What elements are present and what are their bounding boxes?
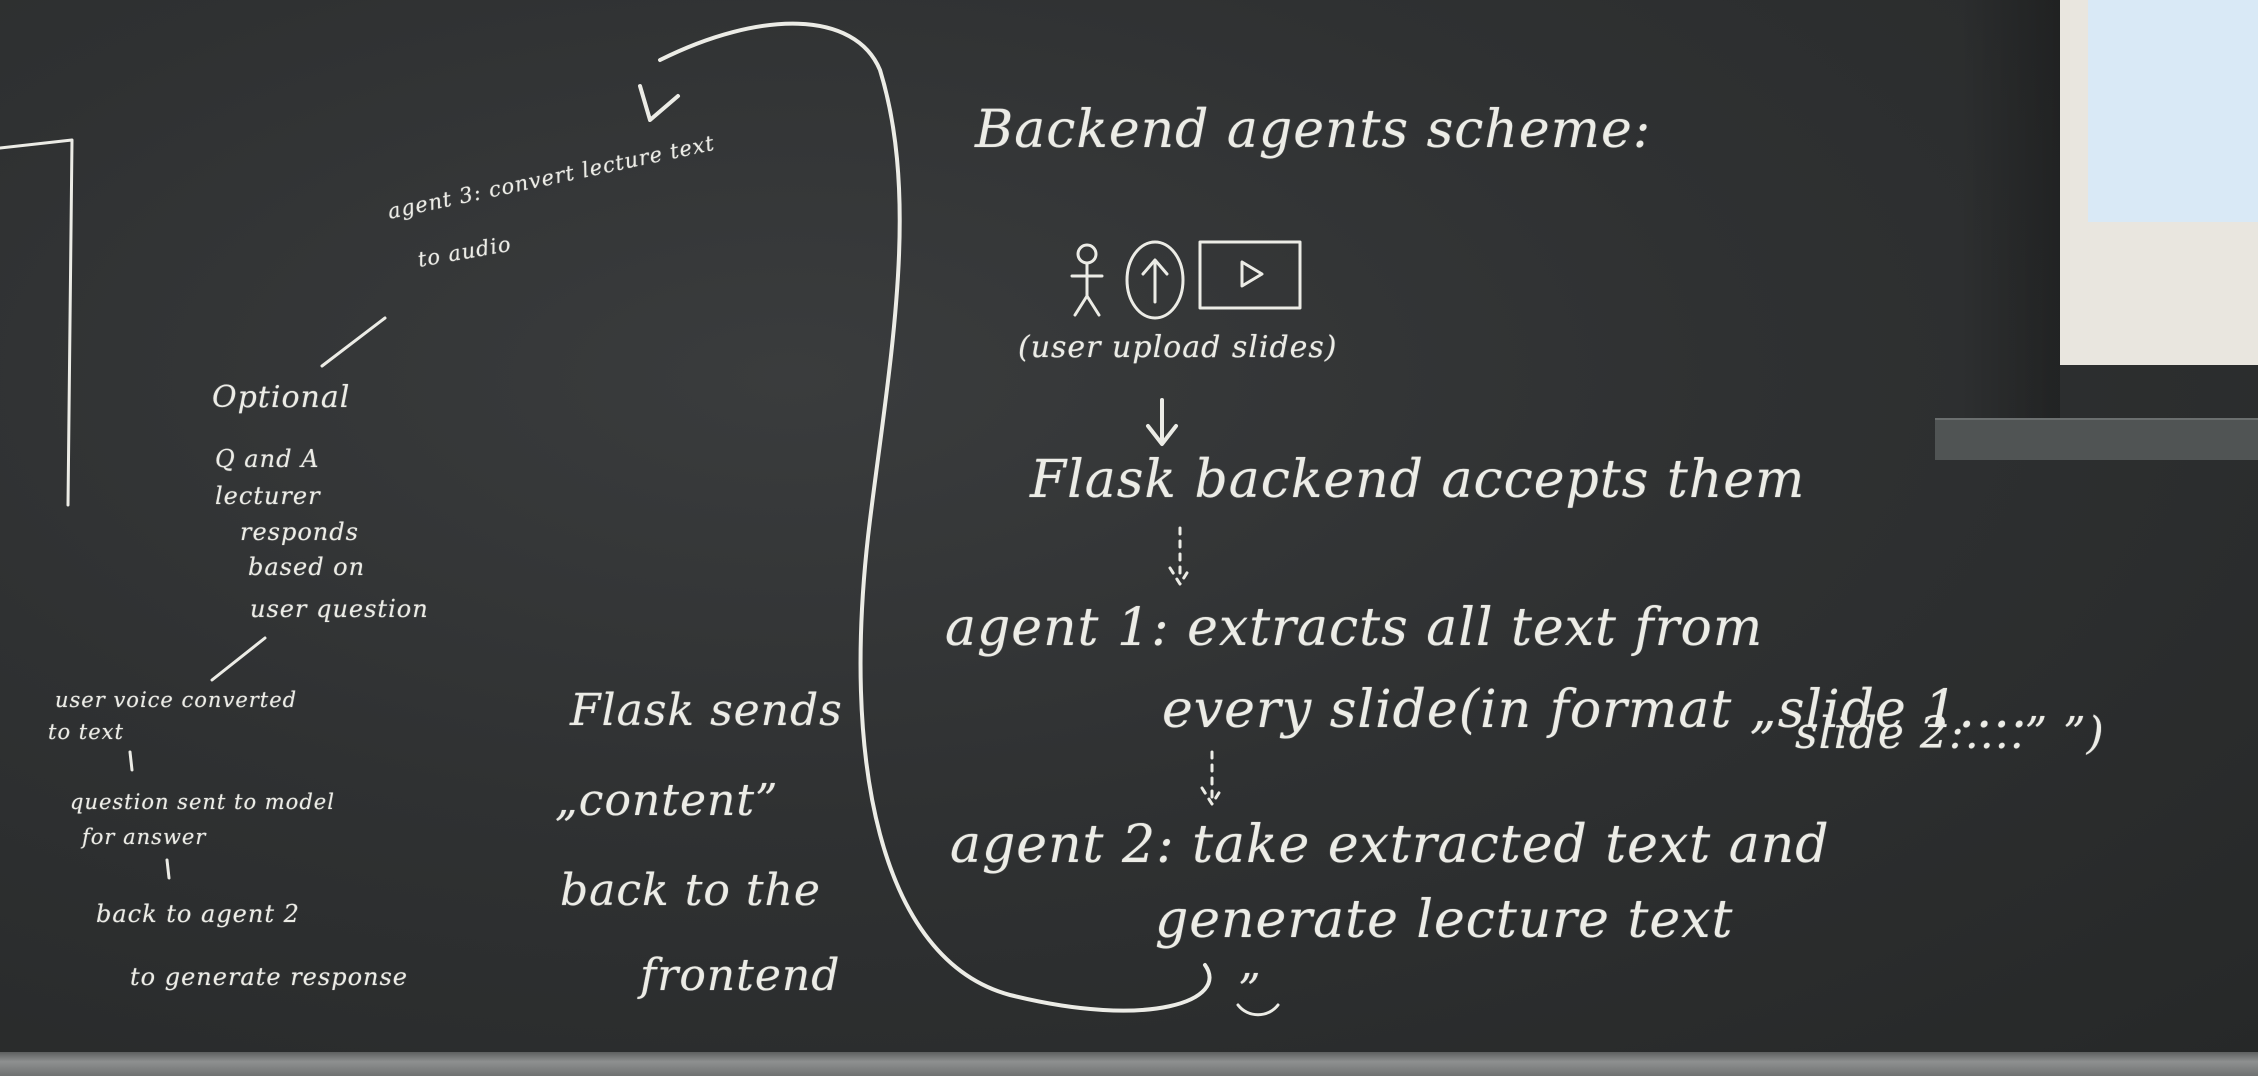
optional-label: Optional bbox=[212, 380, 351, 415]
user-stick-figure-icon bbox=[1070, 243, 1104, 317]
flask-sends-line1: Flask sends bbox=[570, 685, 843, 736]
connector-1 bbox=[128, 750, 134, 772]
arrow-flask-to-agent1 bbox=[1168, 526, 1192, 586]
connector-2 bbox=[165, 858, 171, 880]
arrow-agent1-to-agent2 bbox=[1200, 750, 1224, 806]
chalk-ledge bbox=[0, 1052, 2258, 1076]
flask-sends-line2: „content” bbox=[555, 775, 779, 826]
qa-line2: lecturer bbox=[215, 482, 321, 510]
agent2-text-line2: generate lecture text bbox=[1155, 890, 1734, 950]
projector-screen bbox=[2060, 0, 2258, 365]
scheme-title: Backend agents scheme: bbox=[975, 100, 1652, 160]
question-line2: for answer bbox=[82, 825, 207, 849]
qa-line1: Q and A bbox=[215, 445, 320, 473]
loop-arrow-head bbox=[638, 84, 680, 122]
loop-arrow-curve bbox=[658, 21, 1212, 1013]
board-frame-fragment bbox=[0, 138, 74, 507]
end-smile bbox=[1236, 1003, 1280, 1017]
qa-line3: responds bbox=[240, 518, 359, 546]
agent1-text-line1: agent 1: extracts all text from bbox=[945, 598, 1764, 658]
back-line1: back to agent 2 bbox=[96, 900, 300, 928]
projector-screen-housing bbox=[1935, 418, 2258, 460]
qa-line4: based on bbox=[248, 553, 366, 581]
back-line2: to generate response bbox=[130, 963, 408, 991]
qa-line5: user question bbox=[250, 595, 429, 623]
upload-circle-icon bbox=[1125, 240, 1185, 320]
agent1-text-line3: slide 2:....” ”) bbox=[1795, 708, 2105, 759]
step-flask-accepts: Flask backend accepts them bbox=[1030, 450, 1806, 510]
end-mark: ” bbox=[1238, 965, 1262, 1016]
leader-line-agent3 bbox=[320, 316, 387, 368]
agent2-text-line1: agent 2: take extracted text and bbox=[950, 815, 1830, 875]
leader-line-qa bbox=[210, 636, 267, 682]
board-edge-shadow bbox=[1960, 0, 2060, 418]
agent1-text-line2: every slide(in format „slide 1.... bbox=[1162, 680, 2029, 740]
projector-screen-pane bbox=[2088, 0, 2258, 222]
slides-play-icon bbox=[1198, 240, 1302, 310]
question-line1: question sent to model bbox=[70, 790, 335, 814]
upload-caption: (user upload slides) bbox=[1018, 330, 1338, 365]
arrow-upload-to-flask bbox=[1146, 398, 1178, 446]
voice-line2: to text bbox=[48, 720, 124, 744]
flask-sends-line4: frontend bbox=[640, 950, 841, 1001]
voice-line1: user voice converted bbox=[55, 688, 298, 712]
flask-sends-line3: back to the bbox=[560, 865, 821, 916]
